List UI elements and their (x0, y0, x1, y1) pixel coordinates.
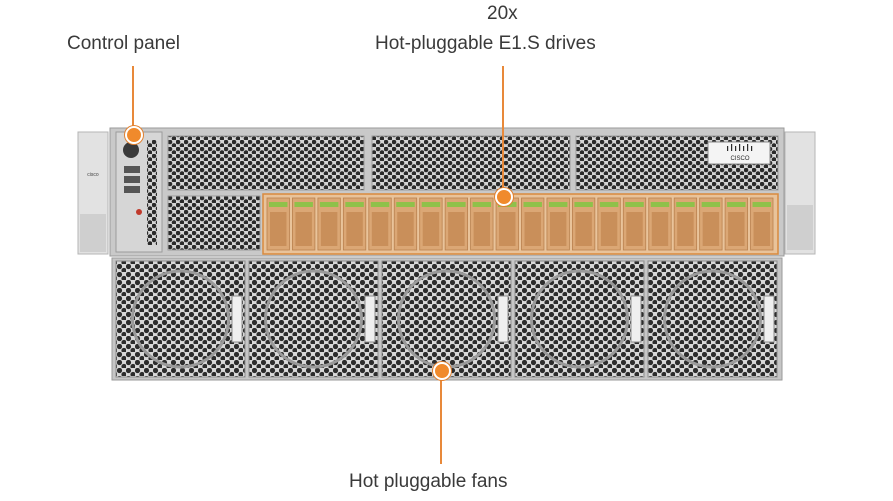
drives-marker (495, 188, 513, 206)
fans-leader (440, 372, 442, 464)
drive-bay[interactable] (317, 197, 341, 251)
drive-bay[interactable] (266, 197, 290, 251)
drive-bay[interactable] (648, 197, 672, 251)
control-panel-callout-label: Control panel (67, 33, 181, 54)
right-rack-ear (784, 131, 816, 255)
drives-leader (502, 66, 504, 192)
control-panel-leader (132, 66, 134, 132)
cisco-logo-badge: CISCO (707, 141, 771, 165)
drive-latch[interactable] (396, 202, 415, 207)
drives-callout-label: Hot-pluggable E1.S drives (375, 33, 596, 54)
drive-bay[interactable] (597, 197, 621, 251)
drive-latch[interactable] (345, 202, 364, 207)
drive-latch[interactable] (370, 202, 390, 207)
drive-latch[interactable] (574, 202, 593, 207)
power-button-icon[interactable] (123, 142, 139, 158)
drive-bay[interactable] (750, 197, 774, 251)
drive-latch[interactable] (625, 202, 644, 207)
drive-latch[interactable] (319, 202, 339, 207)
drive-bay[interactable] (393, 197, 418, 251)
fan-ring-icon (663, 269, 762, 369)
drive-latch[interactable] (701, 202, 721, 207)
fan-module[interactable] (647, 260, 778, 378)
fan-module[interactable] (115, 260, 246, 378)
fan-handle[interactable] (630, 295, 642, 343)
drive-bay[interactable] (521, 197, 545, 251)
drive-bay[interactable] (444, 197, 468, 251)
fan-handle[interactable] (231, 295, 243, 343)
drive-latch[interactable] (727, 202, 746, 207)
fan-handle[interactable] (364, 295, 376, 343)
drive-bay-group[interactable] (262, 193, 779, 255)
drive-bay[interactable] (368, 197, 392, 251)
drive-bay[interactable] (419, 197, 443, 251)
fans-callout-label: Hot pluggable fans (349, 471, 508, 492)
svg-text:cisco: cisco (87, 172, 99, 178)
fan-ring-icon (131, 269, 230, 369)
drive-bay[interactable] (495, 197, 519, 251)
fan-handle[interactable] (497, 295, 509, 343)
drive-bay[interactable] (622, 197, 647, 251)
cisco-logo-text: CISCO (730, 156, 749, 162)
control-panel[interactable] (115, 131, 163, 253)
drive-latch[interactable] (752, 202, 771, 207)
drive-latch[interactable] (294, 202, 313, 207)
drive-latch[interactable] (599, 202, 619, 207)
drive-bay[interactable] (342, 197, 367, 251)
top-vent-2 (371, 135, 571, 191)
drive-bay[interactable] (470, 197, 494, 251)
fan-module[interactable] (248, 260, 379, 378)
drive-latch[interactable] (548, 202, 568, 207)
fan-handle[interactable] (763, 295, 775, 343)
drive-bay[interactable] (292, 197, 316, 251)
top-vent-1 (167, 135, 365, 191)
fans-marker (433, 362, 451, 380)
drive-latch[interactable] (523, 202, 542, 207)
fan-module[interactable] (514, 260, 645, 378)
drive-latch[interactable] (650, 202, 670, 207)
fan-ring-icon (264, 269, 363, 369)
drive-area-vent (167, 195, 261, 251)
control-panel-marker (125, 126, 143, 144)
drive-bay[interactable] (673, 197, 698, 251)
drive-latch[interactable] (447, 202, 466, 207)
fan-ring-icon (530, 269, 629, 369)
drive-bay[interactable] (572, 197, 596, 251)
drive-bay[interactable] (724, 197, 748, 251)
drive-latch[interactable] (421, 202, 441, 207)
drive-latch[interactable] (676, 202, 695, 207)
drive-bay[interactable] (546, 197, 570, 251)
left-rack-ear: cisco (77, 131, 109, 255)
drive-latch[interactable] (269, 202, 288, 207)
drive-count-label: 20x (487, 3, 518, 24)
fan-module[interactable] (381, 260, 512, 378)
drive-latch[interactable] (472, 202, 492, 207)
drive-bay[interactable] (699, 197, 723, 251)
